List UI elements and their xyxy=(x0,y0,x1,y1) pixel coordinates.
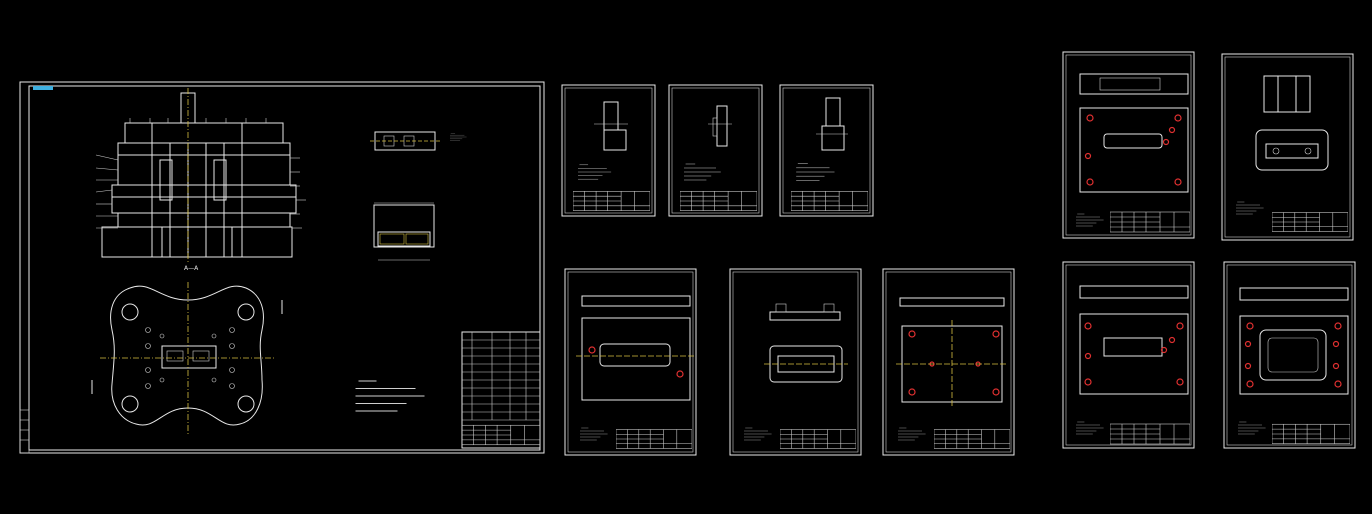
part-sheet-10[interactable] xyxy=(1223,261,1356,449)
part-sheet-9[interactable] xyxy=(1062,261,1195,449)
die-section-view: A—A xyxy=(95,88,306,272)
assembly-sheet[interactable]: A—A xyxy=(19,81,545,454)
part-sheet-3[interactable] xyxy=(779,84,874,217)
die-plan-view xyxy=(91,282,283,434)
part-sheet-4[interactable] xyxy=(564,268,697,456)
section-label: A—A xyxy=(184,265,199,272)
parts-list-table xyxy=(461,331,541,449)
part-sheet-7[interactable] xyxy=(1062,51,1195,239)
part-sheet-8[interactable] xyxy=(1221,53,1354,241)
part-sheet-6[interactable] xyxy=(882,268,1015,456)
sheet-tag xyxy=(33,86,53,90)
technical-requirements xyxy=(355,380,425,412)
part-sheet-2[interactable] xyxy=(668,84,763,217)
strip-layout-view xyxy=(370,131,467,151)
part-sheet-1[interactable] xyxy=(561,84,656,217)
part-sheet-5[interactable] xyxy=(729,268,862,456)
blank-part-view xyxy=(373,202,435,261)
